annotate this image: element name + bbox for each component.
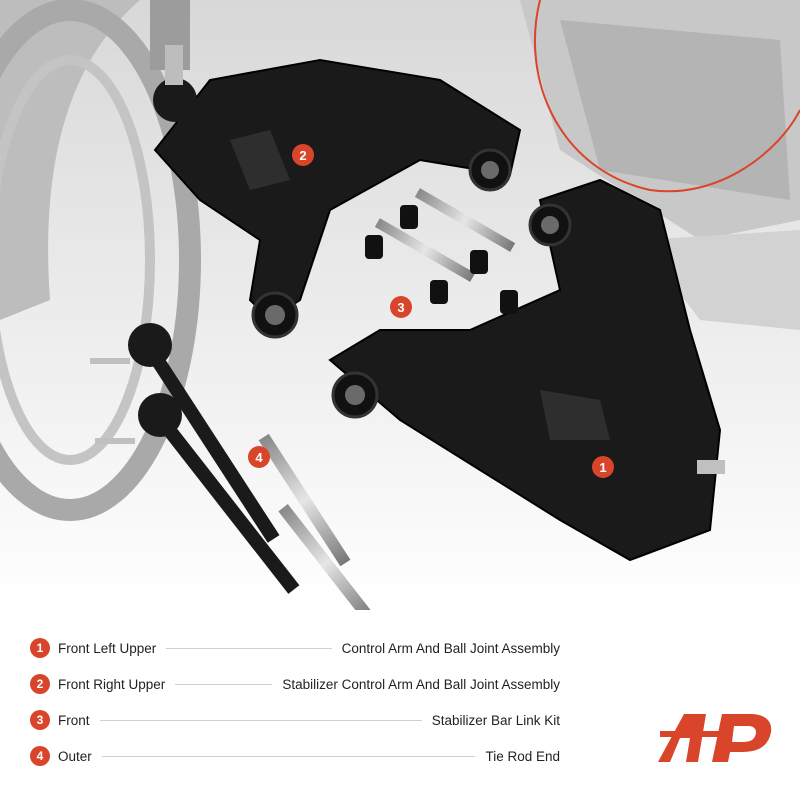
- legend-number: 1: [30, 638, 50, 658]
- legend-number: 3: [30, 710, 50, 730]
- legend-part-name: Stabilizer Bar Link Kit: [431, 712, 560, 728]
- legend-position: Front: [58, 712, 90, 728]
- legend-number: 4: [30, 746, 50, 766]
- callout-badge-1: 1: [592, 456, 614, 478]
- legend-row: 4 Outer Tie Rod End: [30, 738, 560, 774]
- callout-badge-2: 2: [292, 144, 314, 166]
- legend-position: Outer: [58, 748, 92, 764]
- legend-part-name: Tie Rod End: [485, 748, 560, 764]
- legend-number: 2: [30, 674, 50, 694]
- legend-row: 2 Front Right Upper Stabilizer Control A…: [30, 666, 560, 702]
- legend-divider: [175, 683, 273, 685]
- legend-row: 3 Front Stabilizer Bar Link Kit: [30, 702, 560, 738]
- legend-row: 1 Front Left Upper Control Arm And Ball …: [30, 630, 560, 666]
- legend-part-name: Control Arm And Ball Joint Assembly: [341, 640, 560, 656]
- callout-badge-3: 3: [390, 296, 412, 318]
- parts-illustration: [0, 0, 800, 610]
- legend-part-name: Stabilizer Control Arm And Ball Joint As…: [282, 676, 560, 692]
- a-premium-logo-icon: [658, 714, 772, 762]
- legend-position: Front Left Upper: [58, 640, 157, 656]
- legend-divider: [166, 647, 332, 649]
- product-photo: 2 3 4 1: [0, 0, 800, 610]
- callout-badge-4: 4: [248, 446, 270, 468]
- legend-divider: [99, 719, 422, 721]
- legend-divider: [101, 755, 476, 757]
- parts-legend: 1 Front Left Upper Control Arm And Ball …: [30, 630, 560, 774]
- legend-position: Front Right Upper: [58, 676, 166, 692]
